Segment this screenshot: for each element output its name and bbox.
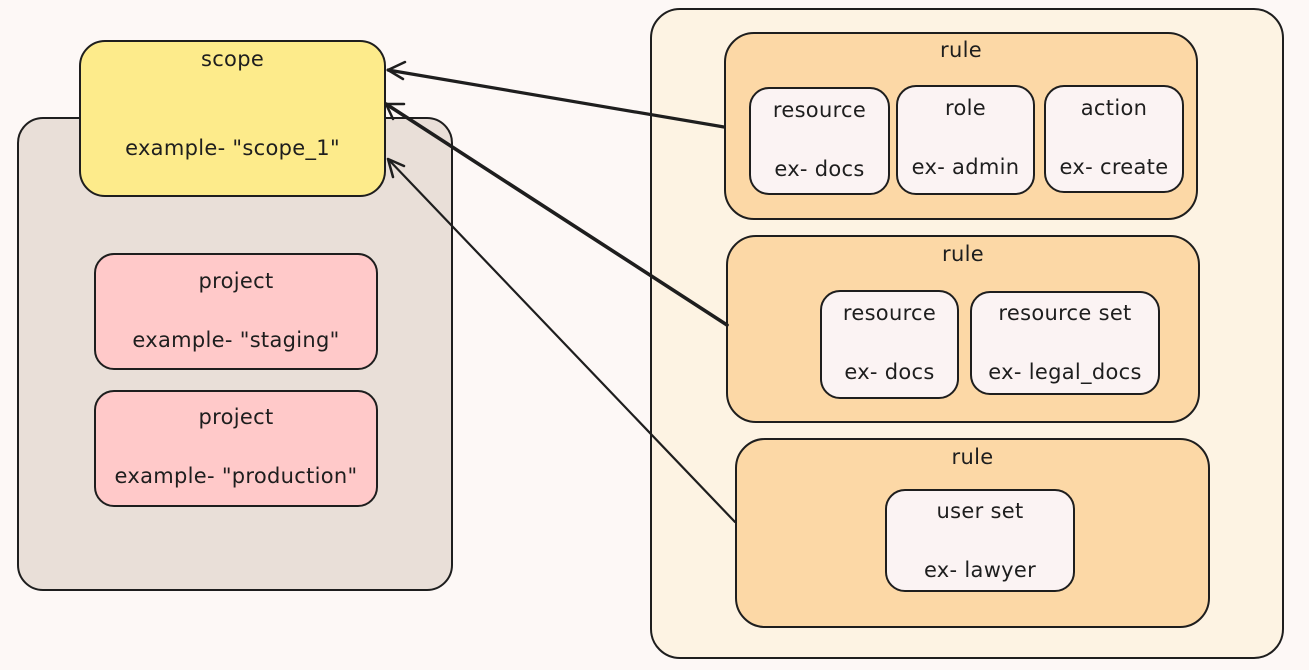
arrow-rule-3-to-scope <box>386 157 737 524</box>
item-title: role <box>945 96 986 120</box>
item-example: ex- docs <box>844 360 935 384</box>
rule-item-action[interactable]: action ex- create <box>1044 85 1184 193</box>
item-title: resource <box>772 98 867 122</box>
rule-item-user-set[interactable]: user set ex- lawyer <box>885 489 1075 592</box>
rule-title: rule <box>940 38 982 62</box>
item-title: action <box>1080 96 1148 120</box>
scope-title: scope <box>200 47 265 71</box>
project-node-production[interactable]: project example- "production" <box>94 390 378 507</box>
rule-title: rule <box>942 242 984 266</box>
item-example: ex- create <box>1059 155 1169 179</box>
item-title: resource <box>842 301 937 325</box>
item-example: ex- legal_docs <box>988 360 1142 384</box>
item-example: ex- admin <box>911 155 1020 179</box>
rule-item-resource[interactable]: resource ex- docs <box>749 87 890 195</box>
scope-example: example- "scope_1" <box>125 136 340 160</box>
arrow-rule-1-to-scope <box>386 60 726 129</box>
project-title: project <box>198 405 274 429</box>
rule-item-resource[interactable]: resource ex- docs <box>820 290 959 399</box>
rule-item-role[interactable]: role ex- admin <box>896 85 1035 195</box>
scope-node[interactable]: scope example- "scope_1" <box>79 40 386 197</box>
item-title: resource set <box>998 301 1132 325</box>
arrow-rule-2-to-scope <box>384 102 729 327</box>
item-title: user set <box>936 499 1024 523</box>
item-example: ex- docs <box>774 157 865 181</box>
project-node-staging[interactable]: project example- "staging" <box>94 253 378 370</box>
project-example: example- "staging" <box>132 328 340 352</box>
project-title: project <box>198 269 274 293</box>
rule-item-resource-set[interactable]: resource set ex- legal_docs <box>970 291 1160 395</box>
item-example: ex- lawyer <box>923 558 1037 582</box>
rule-title: rule <box>951 445 994 469</box>
project-example: example- "production" <box>114 464 358 488</box>
